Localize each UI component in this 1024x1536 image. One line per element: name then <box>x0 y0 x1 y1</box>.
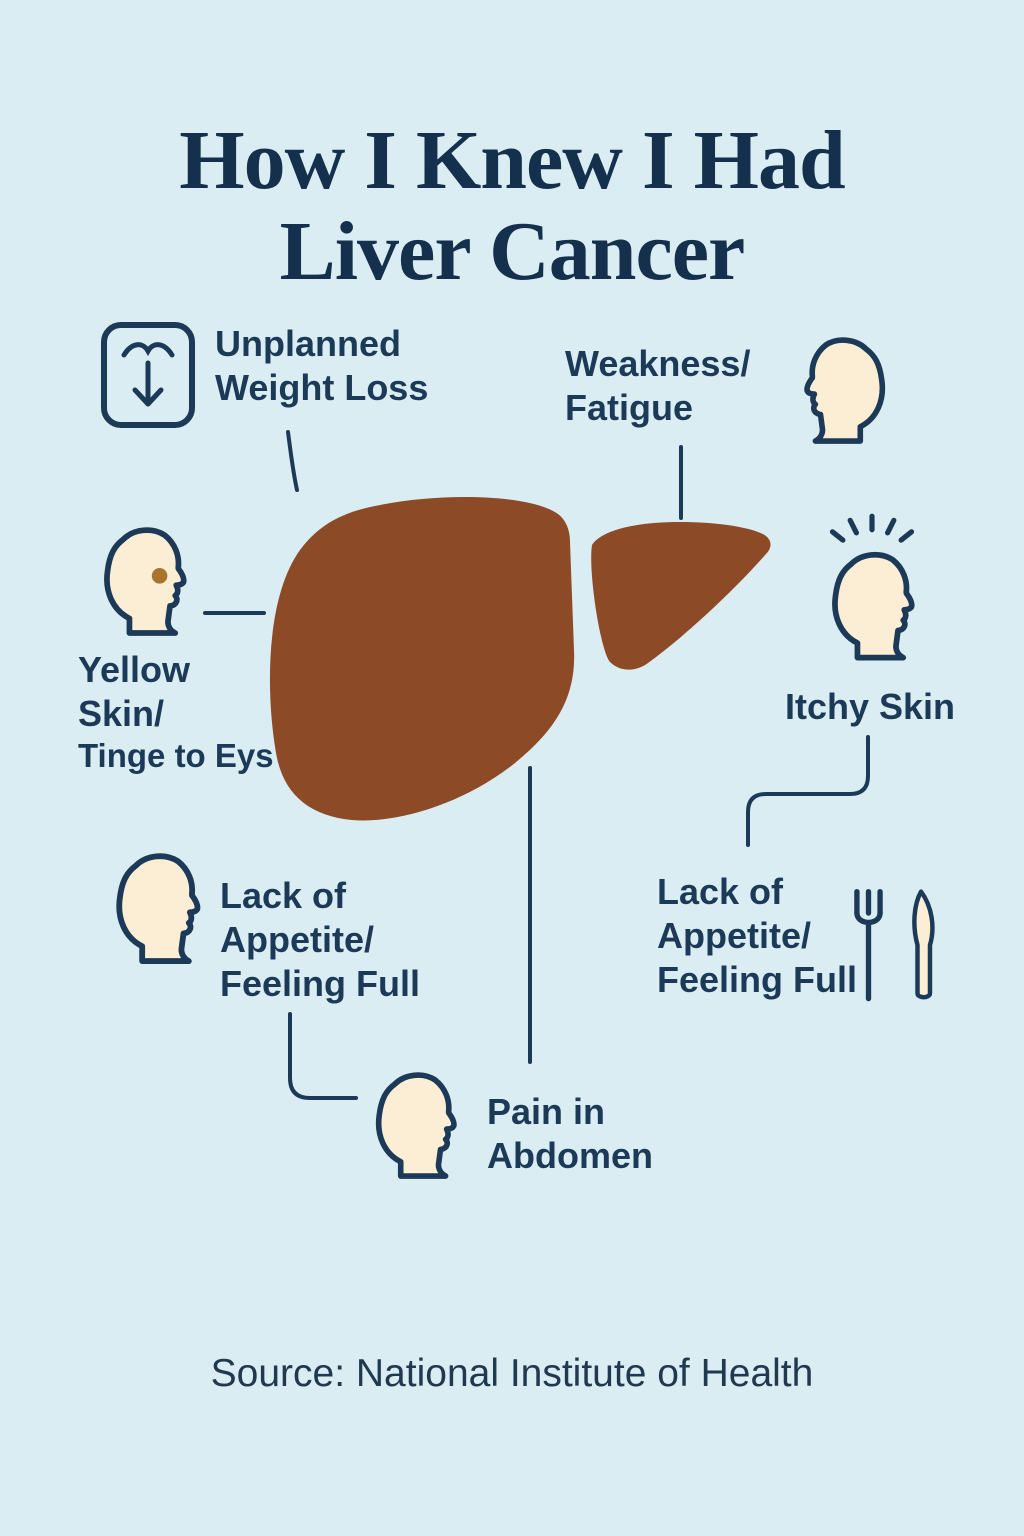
label-line: Lack of <box>220 875 347 916</box>
label-lack-of-appetite-right: Lack of Appetite/ Feeling Full <box>657 870 857 1002</box>
title-line-1: How I Knew I Had <box>179 114 845 208</box>
connector-appetite-left <box>288 1012 358 1100</box>
label-line: Fatigue <box>565 386 694 428</box>
head-profile-spot-icon <box>92 522 196 638</box>
label-line: Appetite/ <box>220 918 375 960</box>
label-line: Itchy Skin <box>785 686 956 727</box>
head-profile-icon <box>104 848 210 966</box>
label-pain-in-abdomen: Pain in Abdomen <box>487 1090 653 1178</box>
label-line: Skin/ <box>78 692 165 734</box>
head-itch-icon <box>820 513 924 664</box>
connector-itchy-skin <box>746 735 870 847</box>
label-line: Feeling Full <box>657 958 858 1000</box>
label-line: Lack of <box>657 871 784 912</box>
label-yellow-skin: Yellow Skin/ Tinge to Eys <box>78 648 274 776</box>
liver-left-lobe <box>269 496 575 821</box>
fork-icon <box>854 888 883 1002</box>
label-line: Yellow <box>78 649 191 690</box>
head-profile-icon <box>364 1064 466 1184</box>
label-itchy-skin: Itchy Skin <box>785 685 955 729</box>
label-unplanned-weight-loss: Unplanned Weight Loss <box>215 322 428 410</box>
label-weakness-fatigue: Weakness/ Fatigue <box>565 342 750 430</box>
page-title: How I Knew I Had Liver Cancer <box>0 116 1024 297</box>
label-line: Unplanned <box>215 323 401 364</box>
label-line: Tinge to Eys <box>78 736 274 774</box>
label-line: Weakness/ <box>565 343 751 384</box>
label-line: Feeling Full <box>220 962 421 1004</box>
source-attribution: Source: National Institute of Health <box>210 1352 814 1395</box>
label-line: Appetite/ <box>657 914 812 956</box>
weight-scale-icon <box>98 318 198 432</box>
title-line-2: Liver Cancer <box>279 204 746 298</box>
liver-right-lobe <box>591 522 771 670</box>
label-lack-of-appetite-left: Lack of Appetite/ Feeling Full <box>220 874 420 1006</box>
knife-icon <box>912 889 935 1000</box>
label-line: Pain in <box>487 1091 606 1132</box>
fork-knife-icon <box>848 882 946 1010</box>
label-line: Abdomen <box>487 1134 653 1176</box>
skin-spot <box>151 568 168 584</box>
connector-weight-loss <box>286 430 299 492</box>
head-profile-icon <box>795 332 897 446</box>
label-line: Weight Loss <box>215 366 429 408</box>
